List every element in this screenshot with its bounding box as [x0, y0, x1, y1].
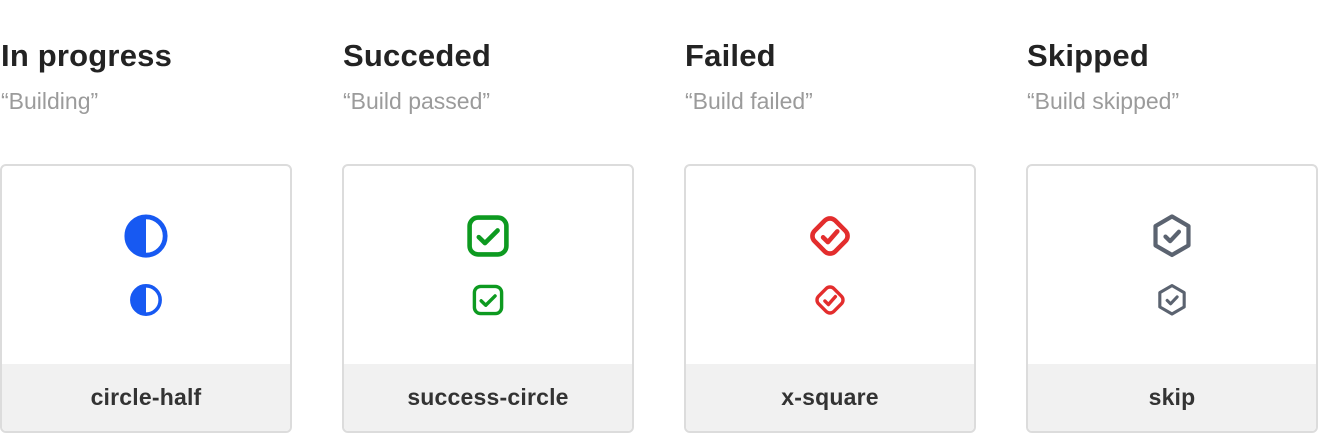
- circle-half-icon: [129, 283, 163, 317]
- status-title: Failed: [685, 38, 776, 73]
- status-quote: “Building”: [1, 88, 99, 114]
- icon-card: circle-half: [0, 164, 292, 433]
- x-square-icon: [807, 213, 853, 259]
- icon-card: success-circle: [342, 164, 634, 433]
- skip-icon: [1155, 283, 1189, 317]
- status-quote: “Build skipped”: [1027, 88, 1180, 114]
- circle-half-icon: [123, 213, 169, 259]
- status-column-in-progress: In progress “Building” circle-half: [0, 0, 292, 436]
- icon-name-label: circle-half: [2, 364, 290, 431]
- icon-card-body: [686, 166, 974, 364]
- icon-card-body: [2, 166, 290, 364]
- status-title: In progress: [1, 38, 173, 73]
- icon-name-label: x-square: [686, 364, 974, 431]
- status-title: Succeded: [343, 38, 492, 73]
- icon-card-body: [1028, 166, 1316, 364]
- status-column-skipped: Skipped “Build skipped” skip: [1026, 0, 1318, 436]
- skip-icon: [1149, 213, 1195, 259]
- icon-card: skip: [1026, 164, 1318, 433]
- icon-card-body: [344, 166, 632, 364]
- icon-card: x-square: [684, 164, 976, 433]
- icon-name-label: skip: [1028, 364, 1316, 431]
- x-square-icon: [813, 283, 847, 317]
- status-quote: “Build failed”: [685, 88, 813, 114]
- success-circle-icon: [471, 283, 505, 317]
- status-column-failed: Failed “Build failed” x-square: [684, 0, 976, 436]
- icon-name-label: success-circle: [344, 364, 632, 431]
- status-quote: “Build passed”: [343, 88, 491, 114]
- status-title: Skipped: [1027, 38, 1149, 73]
- success-circle-icon: [465, 213, 511, 259]
- status-column-succeded: Succeded “Build passed” success-circle: [342, 0, 634, 436]
